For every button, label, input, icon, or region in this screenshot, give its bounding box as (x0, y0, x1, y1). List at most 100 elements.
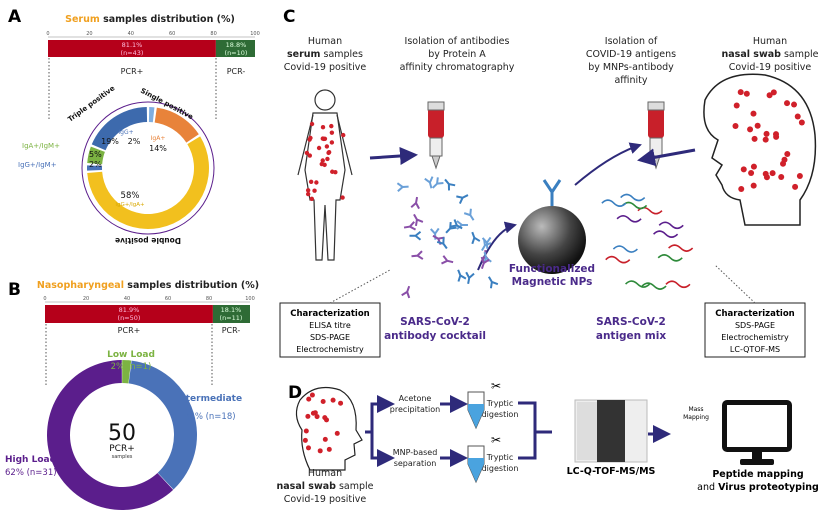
antibody-icon (409, 230, 422, 241)
virus-icon (748, 170, 755, 177)
virus-icon (321, 136, 327, 142)
antibody-icon (411, 250, 424, 260)
arrow (369, 147, 418, 165)
isolation-ab-1: Isolation of antibodies (405, 36, 510, 47)
mnp-sep-label-2: separation (394, 459, 437, 468)
virus-icon (305, 445, 311, 451)
antibody-icon (413, 213, 424, 227)
virus-icon (794, 113, 801, 120)
virus-icon (750, 182, 757, 189)
intermediate-label: Intermediate (176, 394, 242, 404)
magnetic-nanoparticle-icon (518, 206, 586, 274)
axis-tick-label: 0 (43, 296, 46, 302)
panel-label-b: B (8, 280, 21, 300)
pcr-neg-n: (n=11) (220, 314, 243, 322)
virus-icon (308, 179, 314, 185)
virus-icon (324, 144, 330, 149)
axis-tick-label: 40 (124, 296, 130, 302)
center-sub: samples (112, 454, 133, 460)
human-head-icon (295, 387, 363, 471)
isolation-ab-3: affinity chromatography (400, 62, 515, 73)
tryptic-1b: digestion (482, 410, 519, 419)
virus-icon (309, 196, 315, 202)
antigen-icon (616, 214, 642, 223)
virus-icon (773, 133, 780, 140)
nasal-label-2: nasal swab sample (721, 49, 818, 60)
human-head-icon (703, 73, 817, 226)
virus-icon (310, 410, 316, 416)
donut-segment-igg-iga- (87, 136, 210, 229)
virus-icon (309, 392, 315, 398)
virus-icon (305, 188, 311, 193)
donut-segment-high-load (47, 360, 174, 510)
donut-segment-igg- (148, 107, 155, 123)
pcr-pos-n: (n=43) (121, 49, 144, 57)
divider (329, 264, 756, 304)
donut-segment-low-load (122, 360, 132, 384)
antibody-cocktail-icons (396, 176, 499, 299)
antibody-icon (450, 219, 463, 230)
char-right-item: LC-QTOF-MS (730, 345, 780, 354)
column-tube-icon (427, 101, 445, 170)
human-body-icon (297, 89, 353, 261)
pcr-pos-n: (n=50) (118, 314, 141, 322)
antibody-icon (403, 221, 417, 231)
antibody-icon (480, 256, 490, 270)
virus-icon (338, 400, 344, 406)
seg-iggigm-name: IgG+/IgM+ (18, 161, 57, 169)
result-label-2: and Virus proteotyping (697, 482, 819, 493)
antibody-icon (456, 220, 468, 230)
virus-icon (763, 130, 770, 137)
pcr-negative-bar (212, 305, 250, 323)
antigen-icon (668, 244, 694, 252)
virus-icon (737, 89, 744, 96)
eppendorf-tube-icon (467, 445, 485, 484)
antigen-icon (605, 255, 631, 264)
virus-icon (330, 397, 336, 403)
antigen-icon (601, 199, 627, 207)
virus-icon (325, 156, 330, 162)
ab-cocktail-2: antibody cocktail (384, 330, 486, 342)
virus-icon (312, 188, 317, 193)
nasopharyngeal-donut (47, 360, 197, 510)
flow-arrows (365, 395, 671, 467)
axis-tick-label: 80 (206, 296, 212, 302)
antibody-icon (432, 177, 444, 189)
virus-icon (302, 437, 308, 443)
serum-label-3: Covid-19 positive (284, 62, 367, 73)
scissors-icon: ✂ (491, 433, 501, 447)
seg-igg-value: 2% (128, 137, 141, 146)
scissors-icon: ✂ (491, 379, 501, 393)
pcr-neg-pct: 18.8% (226, 41, 247, 49)
antibody-icon (463, 208, 475, 221)
char-left-item: Electrochemistry (296, 345, 364, 354)
virus-icon (766, 92, 773, 99)
antibody-icon (542, 179, 562, 206)
char-right-item: SDS-PAGE (735, 321, 775, 330)
char-left-title: Characterization (290, 309, 369, 319)
isolation-ab-2: by Protein A (428, 49, 486, 60)
panel-label-a: A (8, 7, 22, 27)
seg-igaigm-value: 5% (89, 150, 102, 159)
virus-icon (316, 145, 322, 151)
serum-label-1: Human (308, 36, 342, 47)
antigen-icon (653, 230, 679, 238)
antibody-icon (471, 231, 481, 245)
nasal-d-label-2: nasal swab sample (276, 481, 373, 492)
antibody-icon (424, 176, 434, 189)
triple-positive-label: Triple positive (66, 84, 116, 123)
virus-icon (740, 166, 747, 173)
donut-segment-iga-igm- (87, 146, 105, 165)
virus-icon (747, 126, 754, 133)
antigen-icon (625, 280, 651, 288)
pcr-neg-pct: 18.1% (221, 306, 242, 314)
acetone-label-1: Acetone (399, 394, 432, 403)
axis-tick-label: 20 (83, 296, 89, 302)
seg-triple-value: 19% (101, 137, 119, 146)
virus-icon (743, 90, 750, 97)
seg-igaigm-name: IgA+/IgM+ (22, 142, 60, 150)
char-right-item: Electrochemistry (721, 333, 789, 342)
virus-icon (732, 122, 739, 129)
pcr-pos-label: PCR+ (121, 67, 144, 76)
pcr-pos-pct: 81.9% (119, 306, 140, 314)
